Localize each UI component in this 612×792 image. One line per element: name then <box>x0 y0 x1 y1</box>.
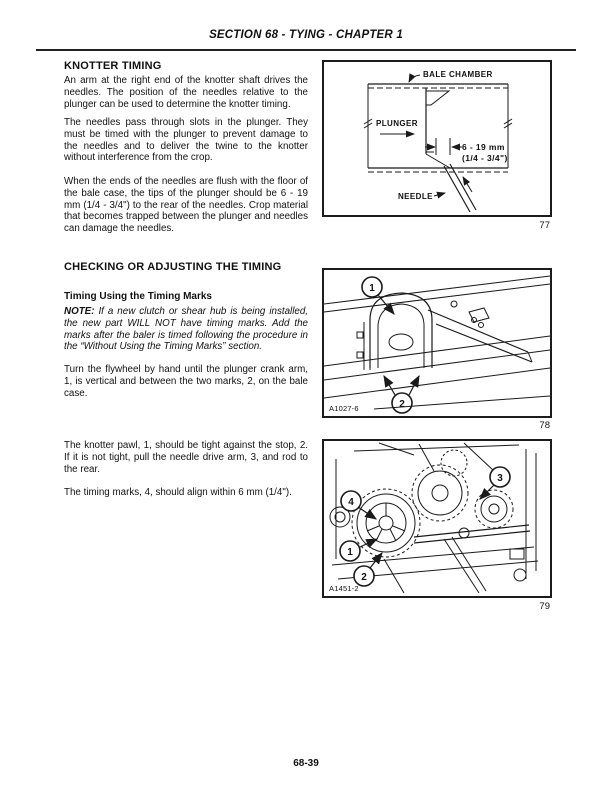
paragraph: An arm at the right end of the knotter s… <box>64 75 308 110</box>
page-header-title: SECTION 68 - TYING - CHAPTER 1 <box>209 29 403 41</box>
subheading-timing-marks: Timing Using the Timing Marks <box>64 291 212 302</box>
figure-77-number: 77 <box>539 220 550 231</box>
note-paragraph: NOTE: If a new clutch or shear hub is be… <box>64 306 308 353</box>
dimension-label-inches: (1/4 - 3/4") <box>462 153 508 163</box>
figure-79-number: 79 <box>539 601 550 612</box>
paragraph: The timing marks, 4, should align within… <box>64 487 292 498</box>
figure-78-photo-id: A1027-6 <box>329 404 359 413</box>
paragraph: The needles pass through slots in the pl… <box>64 117 308 164</box>
page-number: 68-39 <box>293 758 319 769</box>
callout-3-label: 3 <box>497 473 503 484</box>
paragraph: Turn the flywheel by hand until the plun… <box>64 364 308 399</box>
figure-79-photo-id: A1451-2 <box>329 584 359 593</box>
figure-77-frame: PLUNGER BALE CHAMBER 6 - 19 mm (1/4 - 3/… <box>322 60 552 217</box>
header-rule <box>36 49 576 51</box>
figure-78-frame: 1 2 A1027-6 <box>322 268 552 418</box>
figure-79-image: 4 3 1 2 <box>329 442 539 594</box>
dimension-label-mm: 6 - 19 mm <box>462 142 505 152</box>
note-label: NOTE: <box>64 306 95 317</box>
section-heading-knotter-timing: KNOTTER TIMING <box>64 60 162 72</box>
figure-77-diagram: PLUNGER BALE CHAMBER 6 - 19 mm (1/4 - 3/… <box>363 70 513 213</box>
break-mark-right <box>503 118 513 129</box>
figure-78-image: 1 2 <box>324 275 550 414</box>
callout-2-label: 2 <box>399 399 405 410</box>
figure-78-number: 78 <box>539 420 550 431</box>
bale-chamber-label: BALE CHAMBER <box>423 70 493 79</box>
callout-2-label: 2 <box>361 572 367 583</box>
section-heading-checking-adjusting: CHECKING OR ADJUSTING THE TIMING <box>64 261 282 273</box>
figure-79-frame: 4 3 1 2 A1451-2 <box>322 439 552 598</box>
callout-4-label: 4 <box>348 497 354 508</box>
callout-1-label: 1 <box>347 547 353 558</box>
needle-label: NEEDLE <box>398 192 433 201</box>
callout-3 <box>489 466 511 488</box>
needle-direction-arrow <box>462 176 473 193</box>
note-text: If a new clutch or shear hub is being in… <box>64 306 308 353</box>
callout-1 <box>339 540 361 562</box>
callout-2 <box>353 565 375 587</box>
callout-1-label: 1 <box>369 283 375 294</box>
callout-2 <box>391 392 413 414</box>
paragraph: The knotter pawl, 1, should be tight aga… <box>64 440 308 475</box>
paragraph: When the ends of the needles are flush w… <box>64 176 308 235</box>
callout-4 <box>340 490 362 512</box>
callout-1 <box>361 276 383 298</box>
plunger-label: PLUNGER <box>376 119 418 128</box>
break-mark-left <box>363 118 373 129</box>
